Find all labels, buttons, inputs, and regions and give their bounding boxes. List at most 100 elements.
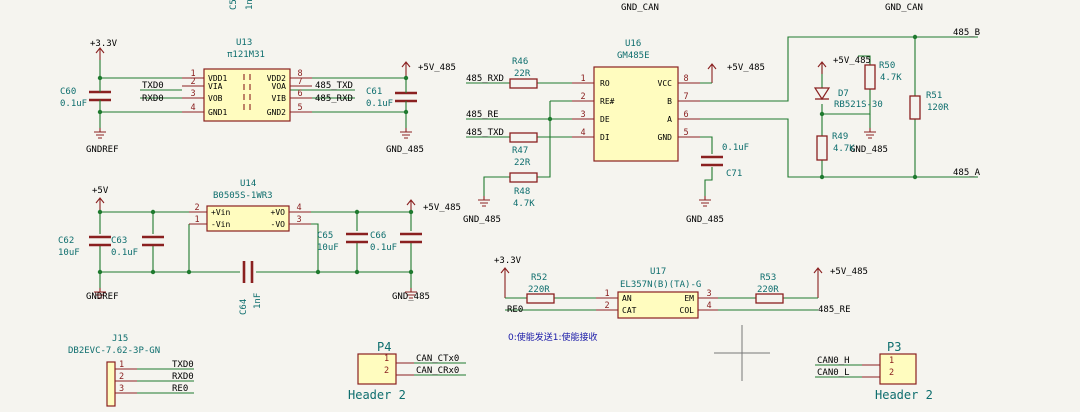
c63-ref: C63 xyxy=(111,236,127,246)
capacitor-c60: C60 0.1uF xyxy=(60,86,111,109)
c60-ref: C60 xyxy=(60,87,76,97)
j15-body xyxy=(106,361,116,407)
p3-body xyxy=(879,353,917,385)
gndref-b-symbol: GNDREF xyxy=(86,288,119,302)
p4-body xyxy=(357,353,397,385)
p3-ref: P3 xyxy=(887,340,901,354)
capacitor-c65: C65 10uF xyxy=(317,231,368,253)
gnd485-a-label: GND_485 xyxy=(386,145,424,155)
p4-ref: P4 xyxy=(377,340,391,354)
p3-value: Header 2 xyxy=(875,388,933,402)
gnd485-f-label: GND_485 xyxy=(392,292,430,302)
gnd485-e-symbol: GND_485 xyxy=(850,128,888,155)
u16-pin-7-name: B xyxy=(667,97,672,106)
u14-pin-1-number: 1 xyxy=(194,215,199,225)
p4-net-1: CAN_CTx0 xyxy=(416,354,459,364)
r46-value: 22R xyxy=(514,69,531,79)
u16-pin-8-number: 8 xyxy=(683,74,688,84)
c5-value: 1n xyxy=(245,0,255,10)
power-5v485-e: +5V_485 xyxy=(813,267,868,298)
u16-pin-1-name: RO xyxy=(600,79,610,88)
crosshair-cursor-icon xyxy=(714,325,770,381)
d7-ref: D7 xyxy=(838,89,849,99)
p3-pin-2-number: 2 xyxy=(889,368,894,378)
resistor-r47: R47 22R xyxy=(509,132,538,168)
capacitor-c64: C64 1nF xyxy=(239,261,263,315)
gnd485-a-symbol: GND_485 xyxy=(386,128,424,155)
c66-value: 0.1uF xyxy=(370,243,397,253)
u14-pin-4-name: +VO xyxy=(271,208,286,217)
resistor-r53: R53 220R xyxy=(755,273,784,304)
power-3v3-e-label: +3.3V xyxy=(494,256,522,266)
u16-pin-8-name: VCC xyxy=(658,79,673,88)
power-5v485-c-label: +5V_485 xyxy=(727,63,765,73)
capacitor-c61: C61 0.1uF xyxy=(366,87,417,109)
net-485txd-u13: 485_TXD xyxy=(315,81,353,91)
resistor-r52: R52 220R xyxy=(526,273,555,304)
net-txd0-u13: TXD0 xyxy=(142,81,164,91)
c5-ref: C5 xyxy=(229,0,239,10)
u13-pin-1-number: 1 xyxy=(190,69,195,79)
capacitor-c71: 0.1uF C71 xyxy=(701,143,749,179)
u16-value: GM485E xyxy=(617,51,650,61)
r51-ref: R51 xyxy=(926,91,942,101)
resistor-r48: R48 4.7K xyxy=(509,172,538,209)
u17-value: EL357N(B)(TA)-G xyxy=(620,280,701,290)
u17-pin-1-number: 1 xyxy=(604,289,609,299)
u16-pin-3-number: 3 xyxy=(580,110,585,120)
u13-pin-8-number: 8 xyxy=(297,69,302,79)
capacitor-c66: C66 0.1uF xyxy=(370,231,422,253)
p3-net-2: CAN0_L xyxy=(817,368,850,378)
u14-pin-1-name: -Vin xyxy=(211,220,230,229)
p4-pin-2-number: 2 xyxy=(384,366,389,376)
gnd485-b-symbol: GND_485 xyxy=(463,196,501,225)
gnd485-b-label: GND_485 xyxy=(463,215,501,225)
c60-value: 0.1uF xyxy=(60,99,87,109)
power-5v-b-label: +5V xyxy=(92,186,109,196)
gnd485-e-label: GND_485 xyxy=(850,145,888,155)
resistor-r46: R46 22R xyxy=(509,57,538,89)
capacitor-c62: C62 10uF xyxy=(58,235,111,258)
diode-d7: D7 RB521S-30 xyxy=(813,87,883,110)
u14-body xyxy=(206,205,290,232)
c71-ref: C71 xyxy=(726,169,742,179)
r49-value: 4.7K xyxy=(833,144,855,154)
j15-value: DB2EVC-7.62-3P-GN xyxy=(68,346,160,356)
u13-pin-2-number: 2 xyxy=(190,77,195,87)
u13-pin-5-name: GND2 xyxy=(267,108,286,117)
power-5v-b: +5V xyxy=(92,186,109,212)
c62-value: 10uF xyxy=(58,248,80,258)
c61-ref: C61 xyxy=(366,87,382,97)
r48-value: 4.7K xyxy=(513,199,535,209)
power-5v485-a: +5V_485 xyxy=(401,61,456,78)
u13-value: π121M31 xyxy=(227,50,265,60)
power-3v3-a-label: +3.3V xyxy=(90,39,118,49)
u13-pin-7-name: VOA xyxy=(272,82,287,91)
r46-ref: R46 xyxy=(512,57,528,67)
u17-pin-4-number: 4 xyxy=(706,301,711,311)
c71-value: 0.1uF xyxy=(722,143,749,153)
u14-pin-3-name: -VO xyxy=(271,220,286,229)
resistor-r50: R50 4.7K xyxy=(864,61,902,90)
u16-pin-6-name: A xyxy=(667,115,672,124)
u13-pin-4-number: 4 xyxy=(190,103,195,113)
p3-net-1: CAN0_H xyxy=(817,356,850,366)
r52-value: 220R xyxy=(528,285,550,295)
u16-pin-2-number: 2 xyxy=(580,92,585,102)
u17-pin-1-name: AN xyxy=(622,294,632,303)
u13-pin-5-number: 5 xyxy=(297,103,302,113)
u14-pin-4-number: 4 xyxy=(296,203,301,213)
j15-pin-1-number: 1 xyxy=(119,360,124,370)
gnd485-f-symbol: GND_485 xyxy=(392,288,430,302)
resistor-r51: R51 120R xyxy=(909,91,949,120)
c64-value: 1nF xyxy=(253,293,263,309)
u13-pin-8-name: VDD2 xyxy=(267,74,286,83)
r53-ref: R53 xyxy=(760,273,776,283)
u16-pin-6-number: 6 xyxy=(683,110,688,120)
u16-pin-1-number: 1 xyxy=(580,74,585,84)
